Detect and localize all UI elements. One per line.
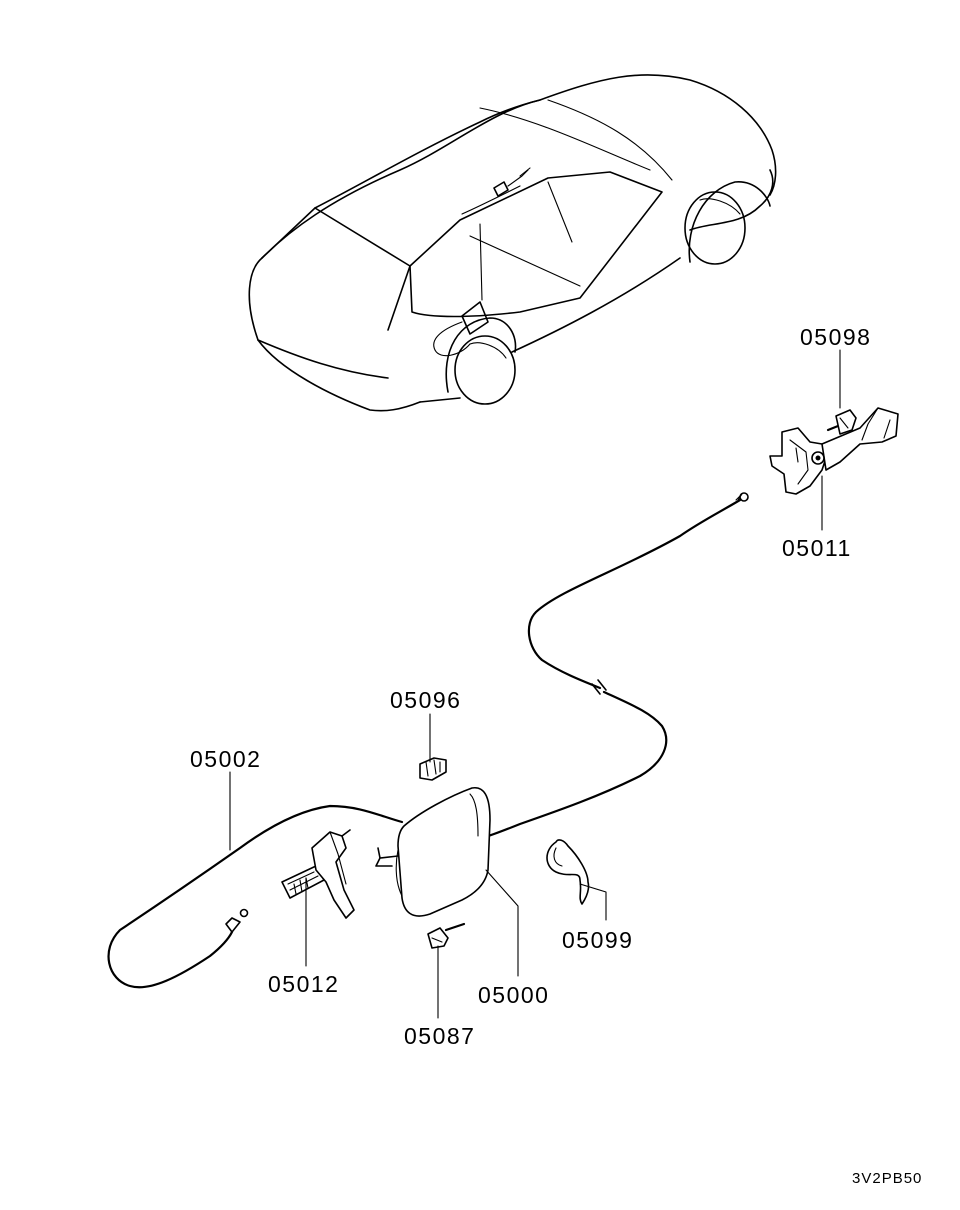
band-clip-05099: [546, 839, 590, 905]
fuel-lid-opener-handle: [281, 829, 355, 919]
part-number-05002: 05002: [190, 746, 261, 772]
car-illustration: [248, 74, 777, 412]
part-number-05011: 05011: [782, 535, 852, 561]
release-cable: [107, 492, 749, 989]
part-number-05000: 05000: [478, 982, 549, 1008]
part-number-05096: 05096: [390, 687, 461, 713]
part-number-05099: 05099: [562, 927, 633, 953]
clip-05096: [419, 757, 447, 781]
leader-lines: [229, 349, 841, 1019]
part-number-05098: 05098: [800, 324, 871, 350]
fuel-lid-opener-lever: [769, 407, 899, 495]
drawing-code: 3V2PB50: [852, 1170, 922, 1187]
bolt-05098: [826, 409, 857, 435]
part-number-05087: 05087: [404, 1023, 475, 1049]
screw-05087: [427, 922, 466, 949]
fuel-lid-panel: [375, 787, 491, 917]
part-number-05012: 05012: [268, 971, 339, 997]
